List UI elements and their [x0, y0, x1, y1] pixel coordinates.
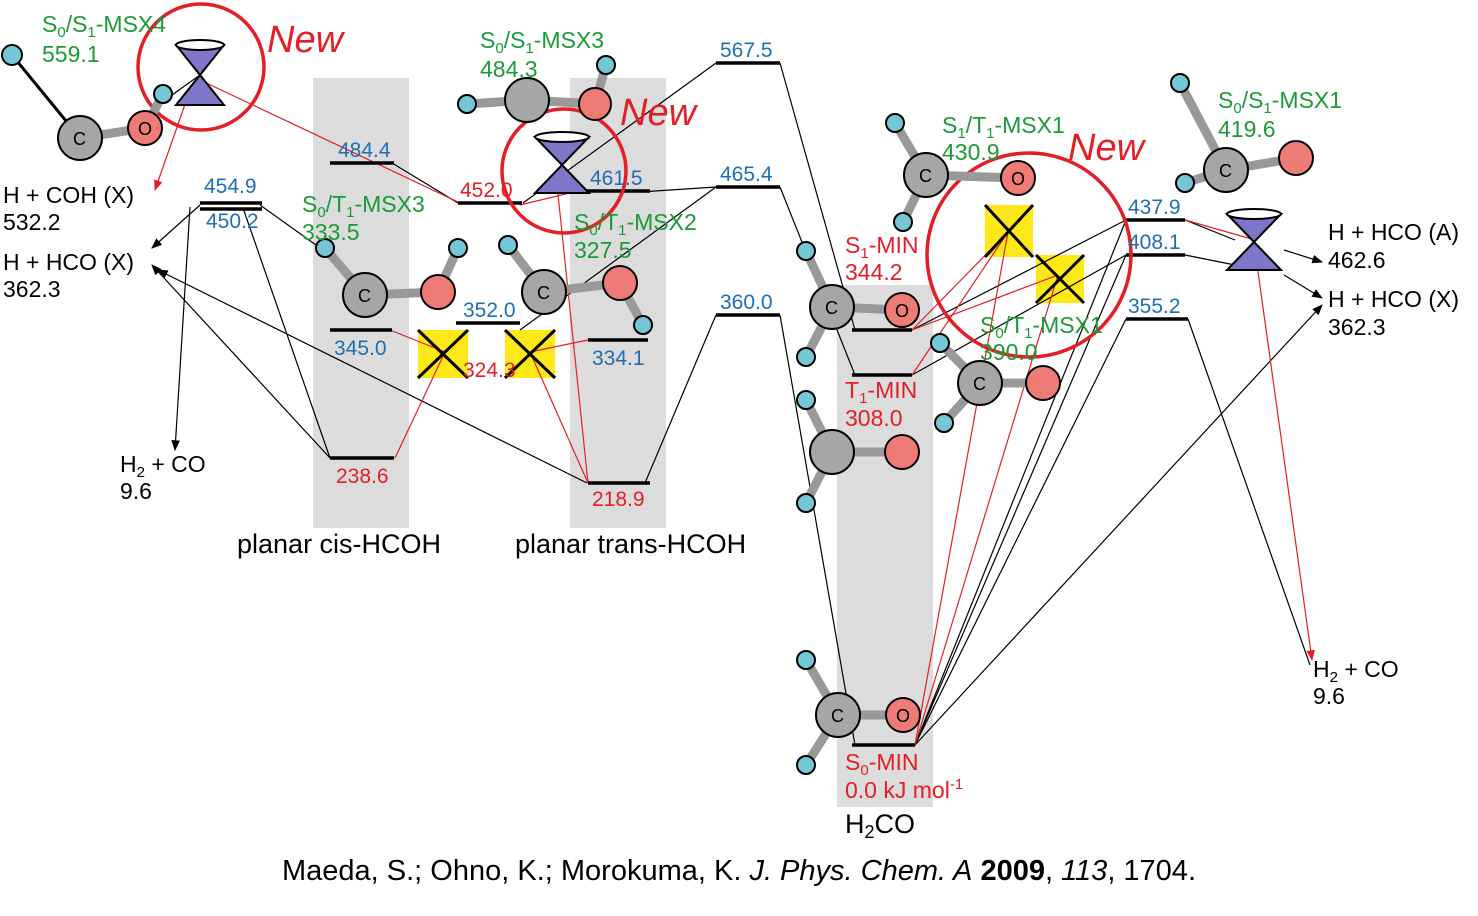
- ts-value: 360.0: [720, 291, 773, 314]
- t1-min-value: 308.0: [845, 405, 903, 431]
- citation-volume: 113: [1061, 855, 1108, 887]
- h-hco-x-left-label: H + HCO (X): [3, 249, 134, 275]
- min-value: 324.3: [463, 359, 516, 382]
- s0t1-msx2-label: S0/T1-MSX2: [574, 209, 697, 239]
- ts-value: 345.0: [334, 337, 387, 360]
- s0t1-msx3-label: S0/T1-MSX3: [302, 191, 425, 221]
- h2-co-right-label: H2 + CO: [1313, 656, 1399, 686]
- ts-value: 465.4: [720, 163, 773, 186]
- svg-text:C: C: [537, 283, 550, 303]
- s0t1-msx1-label: S0/T1-MSX1: [980, 312, 1103, 342]
- citation: Maeda, S.; Ohno, K.; Morokuma, K. J. Phy…: [0, 855, 1478, 888]
- svg-text:C: C: [831, 706, 844, 726]
- citation-authors: Maeda, S.; Ohno, K.; Morokuma, K.: [282, 855, 750, 887]
- svg-text:C: C: [358, 286, 371, 306]
- h-hco-a-value: 462.6: [1328, 247, 1386, 273]
- ts-value: 437.9: [1128, 196, 1181, 219]
- s0s1-msx3-label: S0/S1-MSX3: [480, 27, 604, 57]
- svg-text:C: C: [73, 129, 86, 149]
- molecule-cis-hcoh: C: [315, 238, 468, 318]
- new-label: New: [1068, 127, 1147, 169]
- new-highlight-circle: [925, 151, 1133, 359]
- svg-text:O: O: [895, 301, 909, 321]
- s0s1-msx3-value: 484.3: [480, 56, 538, 82]
- h2-co-left-label: H2 + CO: [120, 451, 206, 481]
- svg-text:O: O: [1011, 169, 1025, 189]
- s0s1-msx1-label: S0/S1-MSX1: [1218, 87, 1342, 117]
- ts-value: 450.2: [206, 210, 259, 233]
- h-hco-x-right-label: H + HCO (X): [1328, 286, 1459, 312]
- molecule-s0t1-msx1: C: [930, 333, 1061, 433]
- conical-intersection-icon: [173, 39, 227, 106]
- conical-intersection-icon: [532, 131, 592, 194]
- molecule-s0min: C O: [796, 650, 921, 775]
- ts-value: 408.1: [1128, 231, 1181, 254]
- citation-year: 2009: [980, 855, 1045, 887]
- citation-pages: , 1704.: [1107, 855, 1196, 887]
- min-value: 452.0: [460, 179, 513, 202]
- new-highlight-circle: [136, 2, 266, 132]
- s0s1-msx4-value: 559.1: [42, 41, 100, 67]
- min-value: 218.9: [592, 488, 645, 511]
- h2-co-left-value: 9.6: [120, 478, 152, 504]
- s0t1-msx1-value: 390.0: [980, 339, 1038, 365]
- h2-co-right-value: 9.6: [1313, 683, 1345, 709]
- svg-text:C: C: [973, 374, 986, 394]
- h-coh-x-value: 532.2: [3, 209, 61, 235]
- planar-trans-label: planar trans-HCOH: [515, 529, 746, 559]
- molecule-s1min: C O: [796, 241, 920, 367]
- ts-value: 334.1: [592, 347, 645, 370]
- molecule-trans-hcoh: C: [498, 235, 653, 335]
- svg-text:C: C: [825, 298, 838, 318]
- svg-text:C: C: [919, 166, 932, 186]
- energy-levels: [200, 61, 1188, 747]
- h-hco-x-right-value: 362.3: [1328, 314, 1386, 340]
- svg-text:O: O: [896, 706, 910, 726]
- new-highlight-circle: [500, 107, 628, 235]
- s0s1-msx4-label: S0/S1-MSX4: [42, 11, 166, 41]
- molecule-t1min: [796, 390, 920, 513]
- s1t1-msx1-value: 430.9: [942, 139, 1000, 165]
- s1-min-label: S1-MIN: [845, 232, 919, 262]
- s0-min-label: S0-MIN: [845, 749, 919, 779]
- s0t1-msx2-value: 327.5: [574, 237, 632, 263]
- h2co-label: H2CO: [845, 809, 915, 842]
- h-coh-x-label: H + COH (X): [3, 182, 134, 208]
- citation-sep: ,: [1044, 855, 1062, 887]
- molecule-s1t1-msx1: C O: [885, 113, 1036, 232]
- new-label: New: [267, 19, 346, 61]
- ts-value: 484.4: [338, 139, 391, 162]
- h-hco-a-label: H + HCO (A): [1328, 219, 1459, 245]
- ts-value: 454.9: [204, 175, 257, 198]
- s1t1-msx1-label: S1/T1-MSX1: [942, 112, 1065, 142]
- s1-min-value: 344.2: [845, 259, 903, 285]
- molecule-msx4: C O: [1, 44, 173, 161]
- trans-hcoh-band: [570, 78, 666, 528]
- molecule-msx3: [457, 55, 616, 123]
- ts-value: 355.2: [1128, 295, 1181, 318]
- s0t1-msx3-value: 333.5: [302, 219, 360, 245]
- ts-value: 352.0: [463, 299, 516, 322]
- ts-value: 567.5: [720, 39, 773, 62]
- citation-journal: J. Phys. Chem. A: [749, 855, 973, 887]
- min-value: 238.6: [336, 465, 389, 488]
- conical-intersection-icon: [1224, 208, 1284, 271]
- s0-min-value: 0.0 kJ mol-1: [845, 776, 963, 803]
- crossing-marks: [416, 203, 1086, 380]
- new-label: New: [620, 92, 699, 134]
- molecule-s0s1-msx1: C: [1170, 73, 1314, 193]
- ts-value: 461.5: [590, 167, 643, 190]
- svg-text:O: O: [138, 119, 152, 139]
- t1-min-label: T1-MIN: [845, 377, 917, 407]
- s0s1-msx1-value: 419.6: [1218, 116, 1276, 142]
- svg-text:C: C: [1219, 161, 1232, 181]
- h-hco-x-left-value: 362.3: [3, 276, 61, 302]
- planar-cis-label: planar cis-HCOH: [237, 529, 441, 559]
